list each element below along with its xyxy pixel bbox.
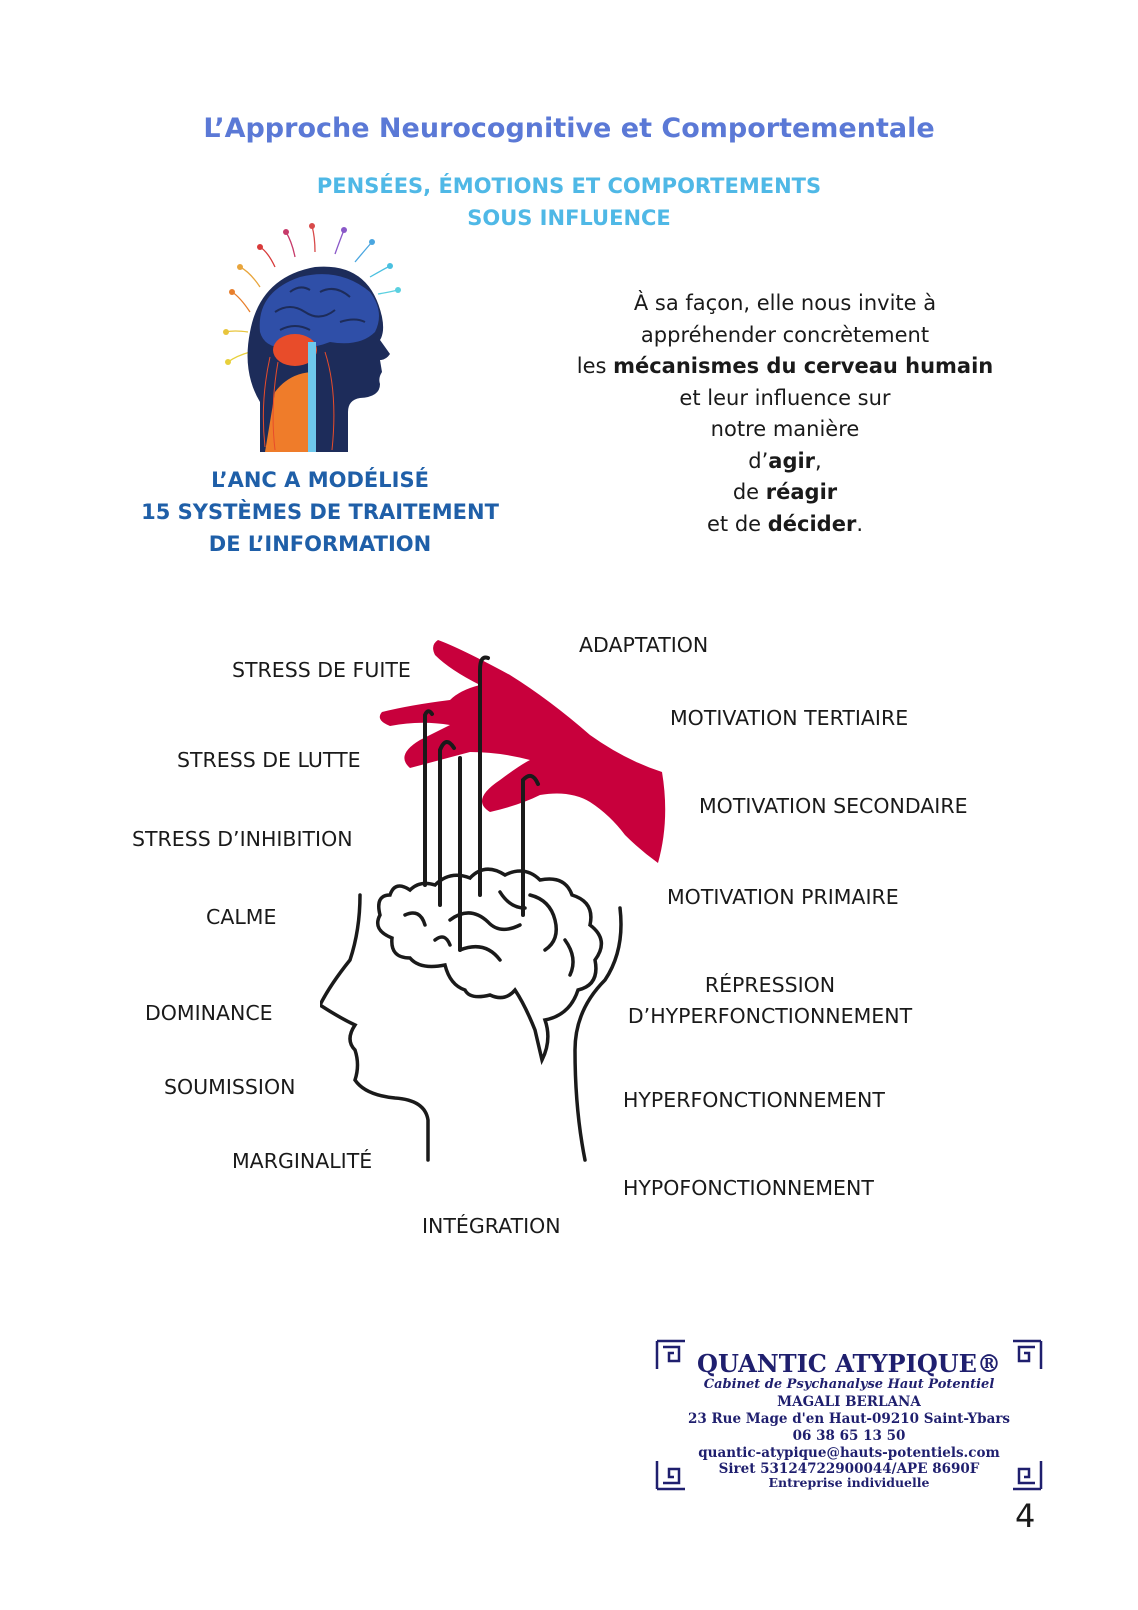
desc-emphasis: décider: [767, 511, 857, 536]
label-dominance: DOMINANCE: [145, 1001, 273, 1025]
hand-shape: [379, 640, 666, 863]
label-integration: INTÉGRATION: [422, 1214, 561, 1238]
desc-line-8: et de décider.: [570, 509, 1000, 541]
anc-line-2: 15 SYSTÈMES DE TRAITEMENT: [141, 500, 499, 524]
desc-text: et de: [706, 511, 768, 536]
label-stress-inhibition: STRESS D’INHIBITION: [132, 827, 353, 851]
label-repression-line-2: D’HYPERFONCTIONNEMENT: [627, 1004, 913, 1028]
anc-statement: L’ANC A MODÉLISÉ 15 SYSTÈMES DE TRAITEME…: [130, 464, 510, 560]
desc-line-4: et leur influence sur: [679, 385, 891, 410]
stamp-address: 23 Rue Mage d'en Haut-09210 Saint-Ybars: [687, 1411, 1011, 1427]
label-stress-fuite: STRESS DE FUITE: [232, 658, 411, 682]
anc-line-3: DE L’INFORMATION: [208, 532, 432, 556]
desc-line-2: appréhender concrètement: [640, 322, 930, 347]
desc-line-6: d’agir,: [570, 446, 1000, 478]
desc-emphasis: agir: [768, 448, 816, 473]
puppet-hand-brain-illustration: [320, 640, 666, 1162]
desc-emphasis: réagir: [765, 480, 838, 504]
stamp-frame: [655, 1339, 1043, 1491]
desc-line-5: notre manière: [710, 417, 860, 441]
stamp-tagline: Cabinet de Psychanalyse Haut Potentiel: [703, 1377, 995, 1392]
label-repression-hyperfonctionnement: RÉPRESSION D’HYPERFONCTIONNEMENT: [620, 970, 920, 1032]
label-calme: CALME: [206, 905, 277, 929]
label-hyperfonctionnement: HYPERFONCTIONNEMENT: [623, 1088, 885, 1112]
desc-text: d’: [748, 448, 769, 473]
description-paragraph: À sa façon, elle nous invite à appréhend…: [570, 288, 1000, 540]
company-stamp: QUANTIC ATYPIQUE® Cabinet de Psychanalys…: [655, 1339, 1043, 1491]
stamp-name: MAGALI BERLANA: [777, 1394, 921, 1410]
desc-text: de: [732, 480, 766, 504]
page-title: L’Approche Neurocognitive et Comportemen…: [203, 113, 935, 144]
label-hypofonctionnement: HYPOFONCTIONNEMENT: [623, 1176, 874, 1200]
desc-text: ,: [815, 448, 822, 473]
label-motivation-primaire: MOTIVATION PRIMAIRE: [667, 885, 899, 909]
label-motivation-secondaire: MOTIVATION SECONDAIRE: [699, 794, 968, 818]
anc-line-1: L’ANC A MODÉLISÉ: [211, 468, 429, 492]
desc-text: .: [856, 511, 863, 536]
label-stress-lutte: STRESS DE LUTTE: [177, 748, 361, 772]
subtitle-line-1: PENSÉES, ÉMOTIONS ET COMPORTEMENTS: [316, 174, 822, 198]
label-soumission: SOUMISSION: [164, 1075, 296, 1099]
stamp-siret: Siret 53124722900044/APE 8690F: [718, 1461, 980, 1477]
desc-line-7: de réagir: [570, 477, 1000, 509]
page-subtitle: PENSÉES, ÉMOTIONS ET COMPORTEMENTS SOUS …: [0, 170, 1138, 234]
stamp-email: quantic-atypique@hauts-potentiels.com: [698, 1445, 1000, 1461]
label-motivation-tertiaire: MOTIVATION TERTIAIRE: [670, 706, 909, 730]
stamp-status: Entreprise individuelle: [768, 1475, 930, 1490]
stamp-brand: QUANTIC ATYPIQUE®: [697, 1349, 1001, 1378]
subtitle-line-2: SOUS INFLUENCE: [467, 206, 671, 230]
stamp-phone: 06 38 65 13 50: [792, 1428, 906, 1444]
label-adaptation: ADAPTATION: [579, 633, 709, 657]
desc-line-3: les mécanismes du cerveau humain: [570, 351, 1000, 383]
head-brain-illustration: [223, 223, 401, 452]
desc-emphasis: mécanismes du cerveau humain: [613, 354, 994, 378]
desc-line-1: À sa façon, elle nous invite à: [633, 291, 937, 315]
label-marginalite: MARGINALITÉ: [232, 1149, 373, 1173]
desc-text: les: [576, 354, 614, 378]
label-repression-line-1: RÉPRESSION: [704, 973, 836, 997]
page-number: 4: [1015, 1497, 1036, 1535]
